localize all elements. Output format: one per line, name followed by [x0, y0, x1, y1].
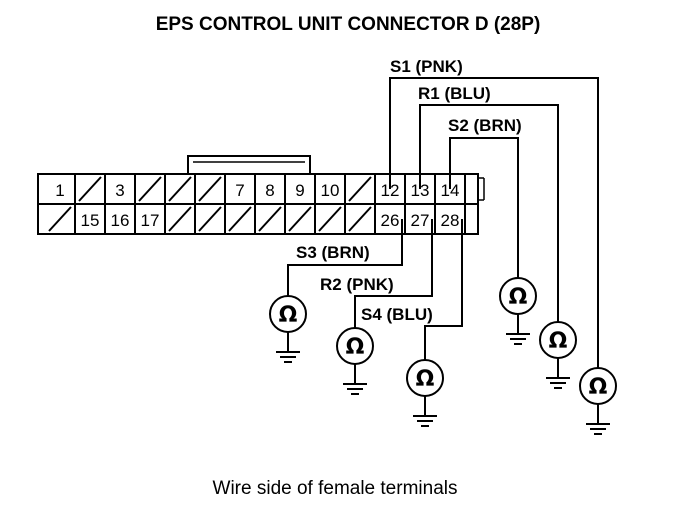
top-pin-1: 1 [55, 181, 64, 200]
ohmmeter-2: Ω [336, 327, 374, 395]
empty-pin-hatch [288, 206, 312, 232]
top-pin-10: 10 [321, 181, 340, 200]
wire-s2: S2 (BRN) [448, 116, 522, 278]
empty-pin-hatch [228, 206, 252, 232]
top-pin-14: 14 [441, 181, 460, 200]
bottom-pin-27: 27 [411, 211, 430, 230]
wire-s4: S4 (BLU) [361, 219, 463, 360]
wire-r1-label: R1 (BLU) [418, 84, 491, 103]
wire-s3-label: S3 (BRN) [296, 243, 370, 262]
diagram-title: EPS CONTROL UNIT CONNECTOR D (28P) [156, 14, 541, 35]
wire-s3: S3 (BRN) [287, 219, 403, 296]
top-pin-7: 7 [235, 181, 244, 200]
wire-s1-label: S1 (PNK) [390, 57, 463, 76]
ohm-icon: Ω [279, 303, 298, 328]
empty-pin-hatch [78, 176, 102, 202]
empty-pin-hatch [198, 206, 222, 232]
top-pin-3: 3 [115, 181, 124, 200]
wire-r1: R1 (BLU) [418, 84, 559, 322]
top-pin-13: 13 [411, 181, 430, 200]
bottom-pin-15: 15 [81, 211, 100, 230]
empty-pin-hatch [318, 206, 342, 232]
ohm-icon: Ω [589, 375, 608, 400]
wire-s4-label: S4 (BLU) [361, 305, 433, 324]
empty-pin-hatch [348, 206, 372, 232]
ohm-icon: Ω [346, 335, 365, 360]
wire-s2-label: S2 (BRN) [448, 116, 522, 135]
top-pin-8: 8 [265, 181, 274, 200]
empty-pin-hatch [198, 176, 222, 202]
empty-pin-hatch [48, 206, 72, 232]
wire-r2: R2 (PNK) [320, 219, 433, 328]
ohm-icon: Ω [509, 285, 528, 310]
connector-bottom-row: 15 16 17 26 27 28 [48, 204, 466, 234]
empty-pin-hatch [258, 206, 282, 232]
ohmmeter-3: Ω [406, 359, 444, 427]
bottom-pin-17: 17 [141, 211, 160, 230]
ohm-icon: Ω [549, 329, 568, 354]
ohmmeter-1: Ω [269, 295, 307, 363]
bottom-pin-26: 26 [381, 211, 400, 230]
empty-pin-hatch [168, 176, 192, 202]
empty-pin-hatch [138, 176, 162, 202]
top-pin-12: 12 [381, 181, 400, 200]
ohmmeter-4: Ω [499, 277, 537, 345]
bottom-pin-28: 28 [441, 211, 460, 230]
ohm-icon: Ω [416, 367, 435, 392]
wire-r2-label: R2 (PNK) [320, 275, 394, 294]
diagram-caption: Wire side of female terminals [213, 478, 458, 499]
ohmmeter-6: Ω [579, 367, 617, 435]
empty-pin-hatch [348, 176, 372, 202]
ohmmeter-5: Ω [539, 321, 577, 389]
empty-pin-hatch [168, 206, 192, 232]
wire-s1: S1 (PNK) [389, 57, 599, 368]
bottom-pin-16: 16 [111, 211, 130, 230]
top-pin-9: 9 [295, 181, 304, 200]
